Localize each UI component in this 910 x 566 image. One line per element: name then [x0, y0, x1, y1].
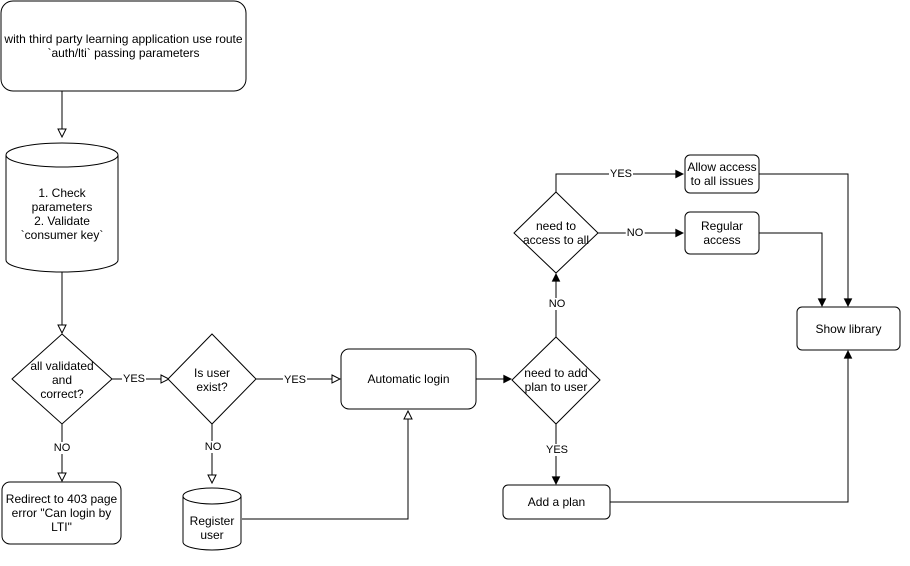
edge-allow-to-library [759, 173, 848, 306]
edge-label-add-plan-no: NO [547, 298, 567, 310]
redirect-403-node [1, 481, 122, 545]
show-library-node [796, 306, 901, 351]
edge-access-all-yes [555, 174, 683, 192]
edge-label-user-exist-no: NO [203, 441, 223, 453]
allow-access-all-node [684, 154, 760, 194]
edge-register-to-login [242, 411, 408, 520]
edge-label-access-all-yes: YES [608, 168, 634, 180]
edge-label-access-all-no: NO [625, 227, 645, 239]
is-user-exist-decision [167, 333, 257, 425]
register-user-cylinder [182, 487, 242, 551]
need-access-all-decision [513, 191, 599, 274]
edge-label-validated-no: NO [52, 442, 72, 454]
edge-addplan-to-library [610, 351, 848, 503]
need-add-plan-decision [511, 336, 601, 425]
automatic-login-node [340, 348, 477, 410]
edge-label-validated-yes: YES [121, 373, 147, 385]
start-node [0, 0, 247, 92]
edge-label-add-plan-yes: YES [544, 444, 570, 456]
add-plan-node [502, 484, 611, 520]
edge-regular-to-library [759, 232, 822, 306]
check-parameters-cylinder [5, 142, 119, 273]
regular-access-node [684, 211, 760, 255]
all-validated-decision [11, 333, 113, 425]
edge-label-user-exist-yes: YES [282, 374, 308, 386]
